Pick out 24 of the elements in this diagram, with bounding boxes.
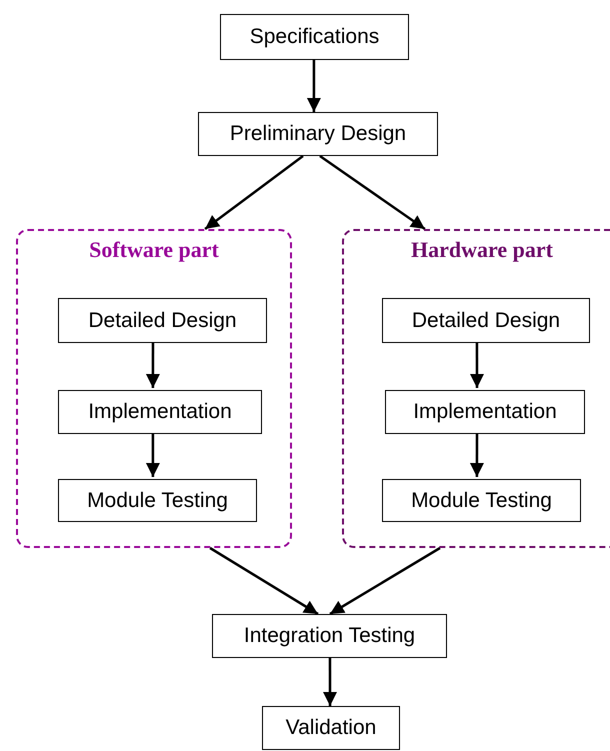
dashed-group-frame [16,229,292,548]
process-box: Detailed Design [382,298,590,343]
dashed-group-frame [342,229,610,548]
arrow [319,154,426,230]
arrow [470,432,484,477]
process-box: Module Testing [382,479,581,522]
process-box: Implementation [385,390,585,434]
process-box: Validation [262,706,400,750]
arrow [470,341,484,388]
arrow [323,658,338,706]
process-box: Integration Testing [212,614,447,658]
process-box: Module Testing [58,479,257,522]
arrow [204,155,304,230]
process-box: Preliminary Design [198,112,438,156]
arrow [329,546,441,616]
arrow [306,60,321,112]
process-box: Specifications [220,14,409,60]
process-box: Implementation [58,390,262,434]
arrow [209,546,319,616]
group-heading: Hardware part [410,237,554,263]
arrow [146,432,160,477]
arrow [146,341,160,388]
process-box: Detailed Design [58,298,267,343]
group-heading: Software part [88,237,220,263]
